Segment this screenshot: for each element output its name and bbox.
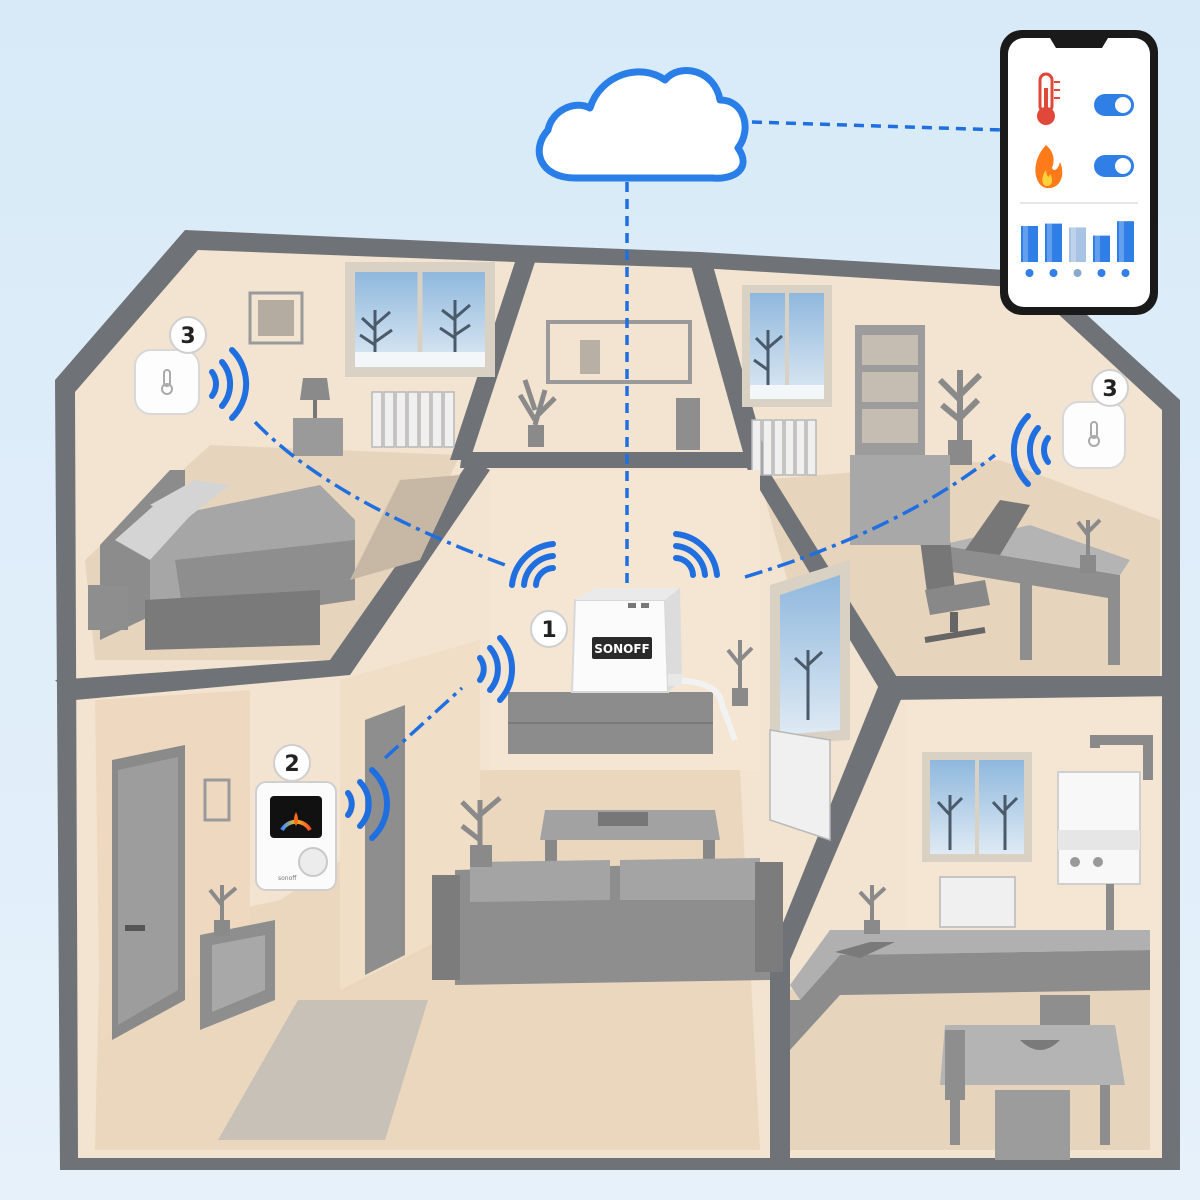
living-rug xyxy=(218,1000,428,1140)
wifi-signal-icon xyxy=(1010,413,1051,487)
vase xyxy=(676,398,700,450)
dining-table xyxy=(940,995,1125,1160)
svg-text:3: 3 xyxy=(180,324,195,349)
house-cutaway xyxy=(55,230,1180,1170)
desk-plant xyxy=(1076,518,1102,573)
thermometer-icon xyxy=(1088,421,1100,447)
usage-bar-highlight xyxy=(1047,223,1052,262)
thermostat-brand: sonoff xyxy=(278,875,297,882)
living-radiator xyxy=(769,729,831,842)
bedroom-radiator xyxy=(371,391,455,448)
wifi-signal-icon xyxy=(477,635,515,703)
usage-dot xyxy=(1025,269,1034,277)
lamp xyxy=(300,378,330,400)
temperature-sensor-right xyxy=(1062,401,1126,469)
upper-hall xyxy=(517,320,700,450)
zigbee-hub: SONOFF xyxy=(570,588,738,742)
console-table xyxy=(200,920,275,1030)
hub-thermostat-link xyxy=(383,686,464,760)
usage-bar xyxy=(1093,235,1110,262)
usage-bar-chart xyxy=(1021,221,1134,262)
office-plant xyxy=(937,370,983,465)
hub-sensor-right-link xyxy=(744,453,997,579)
heating-toggle[interactable] xyxy=(1094,155,1134,177)
marker-thermostat: 2 xyxy=(273,744,311,782)
nightstand xyxy=(293,418,343,456)
display-flame-icon xyxy=(294,812,298,826)
usage-bar xyxy=(1117,221,1134,262)
entry-door xyxy=(112,745,185,1040)
hall-rug xyxy=(350,475,460,580)
living-window xyxy=(770,560,850,745)
wifi-signal-icon xyxy=(209,347,250,421)
usage-dot xyxy=(1121,269,1130,277)
marker-sensor-right: 3 xyxy=(1091,369,1129,407)
thermometer-icon xyxy=(161,369,173,395)
bedroom xyxy=(88,262,495,650)
usage-bar-highlight xyxy=(1119,221,1124,262)
wall-frame xyxy=(203,778,231,822)
svg-text:1: 1 xyxy=(541,618,556,643)
bed xyxy=(100,470,355,650)
smartphone xyxy=(1000,30,1158,315)
coffee-table xyxy=(540,810,720,865)
usage-dot xyxy=(1097,269,1106,277)
marker-sensor-left: 3 xyxy=(169,316,207,354)
temperature-sensor-left xyxy=(134,349,200,415)
laptop xyxy=(965,500,1030,555)
usage-bar xyxy=(1021,226,1038,262)
wifi-signal-icon xyxy=(345,767,391,841)
usage-bar-highlight xyxy=(1023,226,1028,262)
thermostat-toggle[interactable] xyxy=(1094,94,1134,116)
signals xyxy=(209,347,1051,841)
thermostat-dial xyxy=(298,847,328,877)
usage-dot xyxy=(1049,269,1058,277)
svg-text:3: 3 xyxy=(1102,377,1117,402)
usage-bar xyxy=(1045,223,1062,262)
boiler xyxy=(1057,735,1153,935)
smart-thermostat: sonoff xyxy=(255,781,337,891)
picture xyxy=(258,300,294,336)
office-window xyxy=(742,285,832,407)
mirror xyxy=(546,320,692,384)
sink xyxy=(835,942,895,958)
cloud-icon xyxy=(535,67,749,182)
side-table xyxy=(88,585,128,630)
bedroom-window xyxy=(345,262,495,377)
office-radiator xyxy=(751,419,817,476)
kitchen-radiator xyxy=(939,876,1016,928)
kitchen-cabinets xyxy=(790,950,1150,1050)
hub-sensor-left-link xyxy=(253,420,506,567)
flame-icon xyxy=(1035,145,1063,189)
marker-hub: 1 xyxy=(530,610,568,648)
usage-dot xyxy=(1073,269,1082,277)
cloud-phone-link xyxy=(751,120,1004,132)
picture-frame xyxy=(248,291,304,345)
bookshelf xyxy=(855,325,925,455)
sofa xyxy=(432,858,783,985)
kitchen xyxy=(790,700,1160,1160)
thermometer-icon xyxy=(1037,72,1060,125)
connections xyxy=(253,120,1004,760)
usage-bar xyxy=(1069,227,1086,262)
usage-bar-highlight xyxy=(1071,227,1076,262)
sofa-plant xyxy=(460,796,502,867)
usage-bar-highlight xyxy=(1095,235,1100,262)
wifi-signal-icon xyxy=(673,531,720,578)
living-room xyxy=(95,470,850,1140)
wifi-signal-icon xyxy=(509,541,556,588)
usage-dots xyxy=(1025,269,1130,277)
kitchen-window xyxy=(922,752,1032,862)
office xyxy=(742,285,1130,665)
console-plant xyxy=(208,885,238,936)
hub-brand: SONOFF xyxy=(594,642,649,656)
plant xyxy=(517,379,557,447)
svg-text:2: 2 xyxy=(284,752,299,777)
kitchen-plant xyxy=(858,885,887,934)
living-plant xyxy=(726,640,754,706)
side-cabinet xyxy=(850,455,950,545)
